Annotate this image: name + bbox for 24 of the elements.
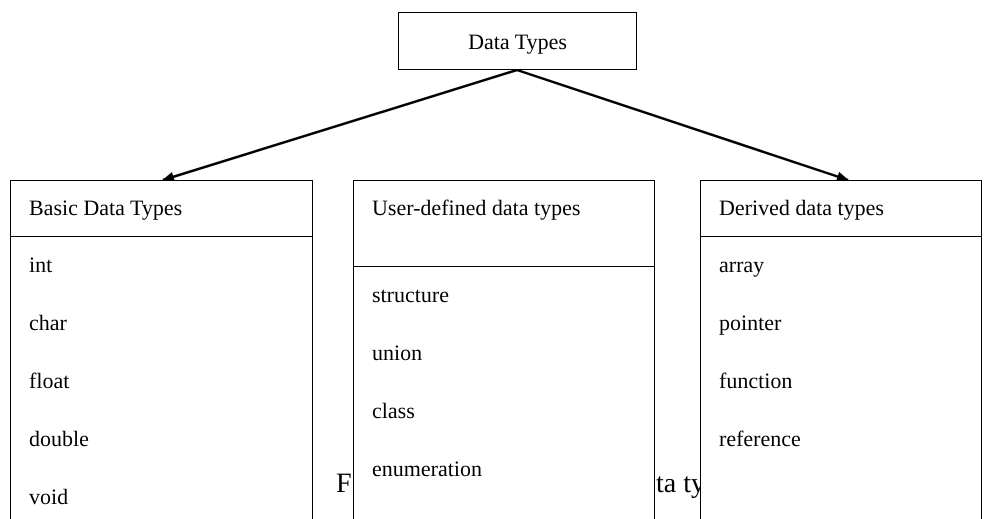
type-name: int [29,251,54,279]
type-name: void [29,483,70,511]
type-name: enumeration [372,455,483,483]
arrow [162,68,518,182]
table-heading: Derived data types [719,194,884,222]
type-name: union [372,339,424,367]
type-name: pointer [719,309,782,337]
node-title: Data Types [468,28,567,56]
category-table [10,180,313,519]
type-name: array [719,251,766,279]
type-name: reference [719,425,802,453]
table-heading: User-defined data types [372,194,580,222]
type-name: float [29,367,70,395]
type-name: double [29,425,90,453]
category-table [700,180,982,519]
title-box [398,12,637,70]
type-name: function [719,367,794,395]
type-name: char [29,309,68,337]
arrow [516,68,849,182]
type-name: class [372,397,416,425]
table-heading: Basic Data Types [29,194,182,222]
type-name: structure [372,281,450,309]
category-table [353,180,655,519]
caption-fragment: F [336,470,352,498]
